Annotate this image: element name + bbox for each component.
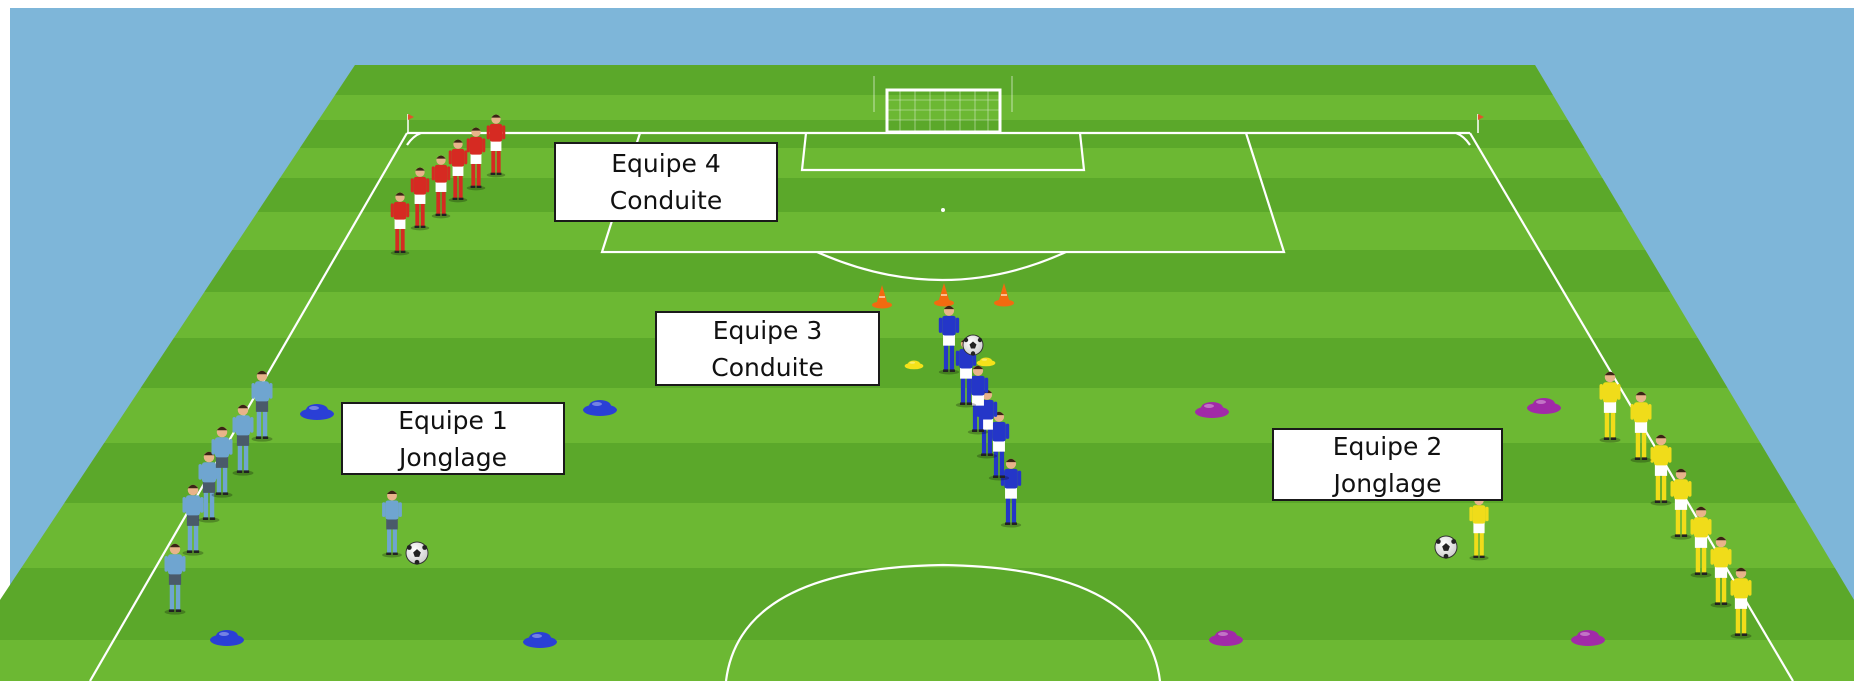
penalty-spot (941, 208, 945, 212)
disc-marker-icon (976, 357, 996, 367)
goal-area (800, 132, 1086, 172)
player-icon (967, 365, 989, 435)
cone-icon (934, 283, 954, 307)
disc-marker-icon (904, 360, 924, 370)
label-team-name: Equipe 1 (398, 405, 508, 435)
grass-stripe (0, 338, 1854, 388)
grass-stripe (0, 178, 1854, 212)
player-icon (1690, 506, 1712, 578)
player-icon (466, 127, 486, 191)
grass-stripe (0, 250, 1854, 292)
player-icon (382, 490, 402, 558)
centre-circle (724, 563, 1162, 681)
ball-icon (1434, 535, 1458, 559)
grass-stripe (0, 443, 1854, 503)
disc-marker-icon (1571, 630, 1605, 646)
label-activity: Conduite (711, 352, 824, 382)
disc-marker-icon (1209, 630, 1243, 646)
ball-icon (962, 334, 984, 356)
player-icon (1670, 468, 1692, 540)
label-equipe-2: Equipe 2 Jonglage (1272, 428, 1503, 501)
disc-marker-icon (210, 630, 244, 646)
disc-marker-icon (583, 400, 617, 416)
grass-stripe (0, 568, 1854, 640)
player-icon (410, 167, 430, 231)
player-icon (251, 370, 273, 442)
player-icon (1599, 371, 1621, 443)
players-layer (164, 114, 1752, 639)
label-team-name: Equipe 4 (611, 149, 721, 178)
label-activity: Jonglage (399, 442, 507, 472)
corner-arc-left (406, 131, 422, 146)
player-icon (1710, 536, 1732, 608)
player-icon (486, 114, 506, 178)
touchline-left (89, 132, 408, 681)
player-icon (164, 543, 186, 615)
corner-flag-icon (407, 114, 414, 133)
corner-arc-right (1455, 131, 1471, 146)
player-icon (182, 484, 204, 556)
player-icon (390, 192, 410, 256)
label-equipe-4: Equipe 4 Conduite (554, 142, 778, 222)
balls-layer (405, 334, 1458, 565)
label-equipe-1: Equipe 1 Jonglage (341, 402, 565, 475)
label-activity: Conduite (609, 186, 723, 215)
equipment-layer (210, 283, 1605, 648)
corner-flag-icon (1477, 114, 1484, 133)
disc-marker-icon (523, 632, 557, 648)
label-activity: Jonglage (1333, 468, 1442, 498)
player-icon (938, 305, 960, 375)
player-icon (431, 155, 451, 219)
player-icon (232, 404, 254, 476)
grass-stripes (0, 65, 1854, 640)
label-equipe-3: Equipe 3 Conduite (655, 311, 880, 386)
goal-icon (873, 76, 1013, 134)
ball-icon (405, 541, 429, 565)
disc-marker-icon (1195, 402, 1229, 418)
disc-marker-icon (1527, 398, 1561, 414)
penalty-arc (816, 250, 1067, 282)
cone-icon (994, 283, 1014, 307)
player-icon (988, 411, 1010, 481)
player-icon (448, 139, 468, 203)
player-icon (1630, 391, 1652, 463)
label-team-name: Equipe 3 (712, 315, 823, 345)
player-icon (211, 426, 233, 498)
player-icon (1650, 434, 1672, 506)
disc-marker-icon (300, 404, 334, 420)
cone-icon (872, 285, 892, 309)
player-icon (1730, 567, 1752, 639)
label-team-name: Equipe 2 (1332, 431, 1443, 461)
